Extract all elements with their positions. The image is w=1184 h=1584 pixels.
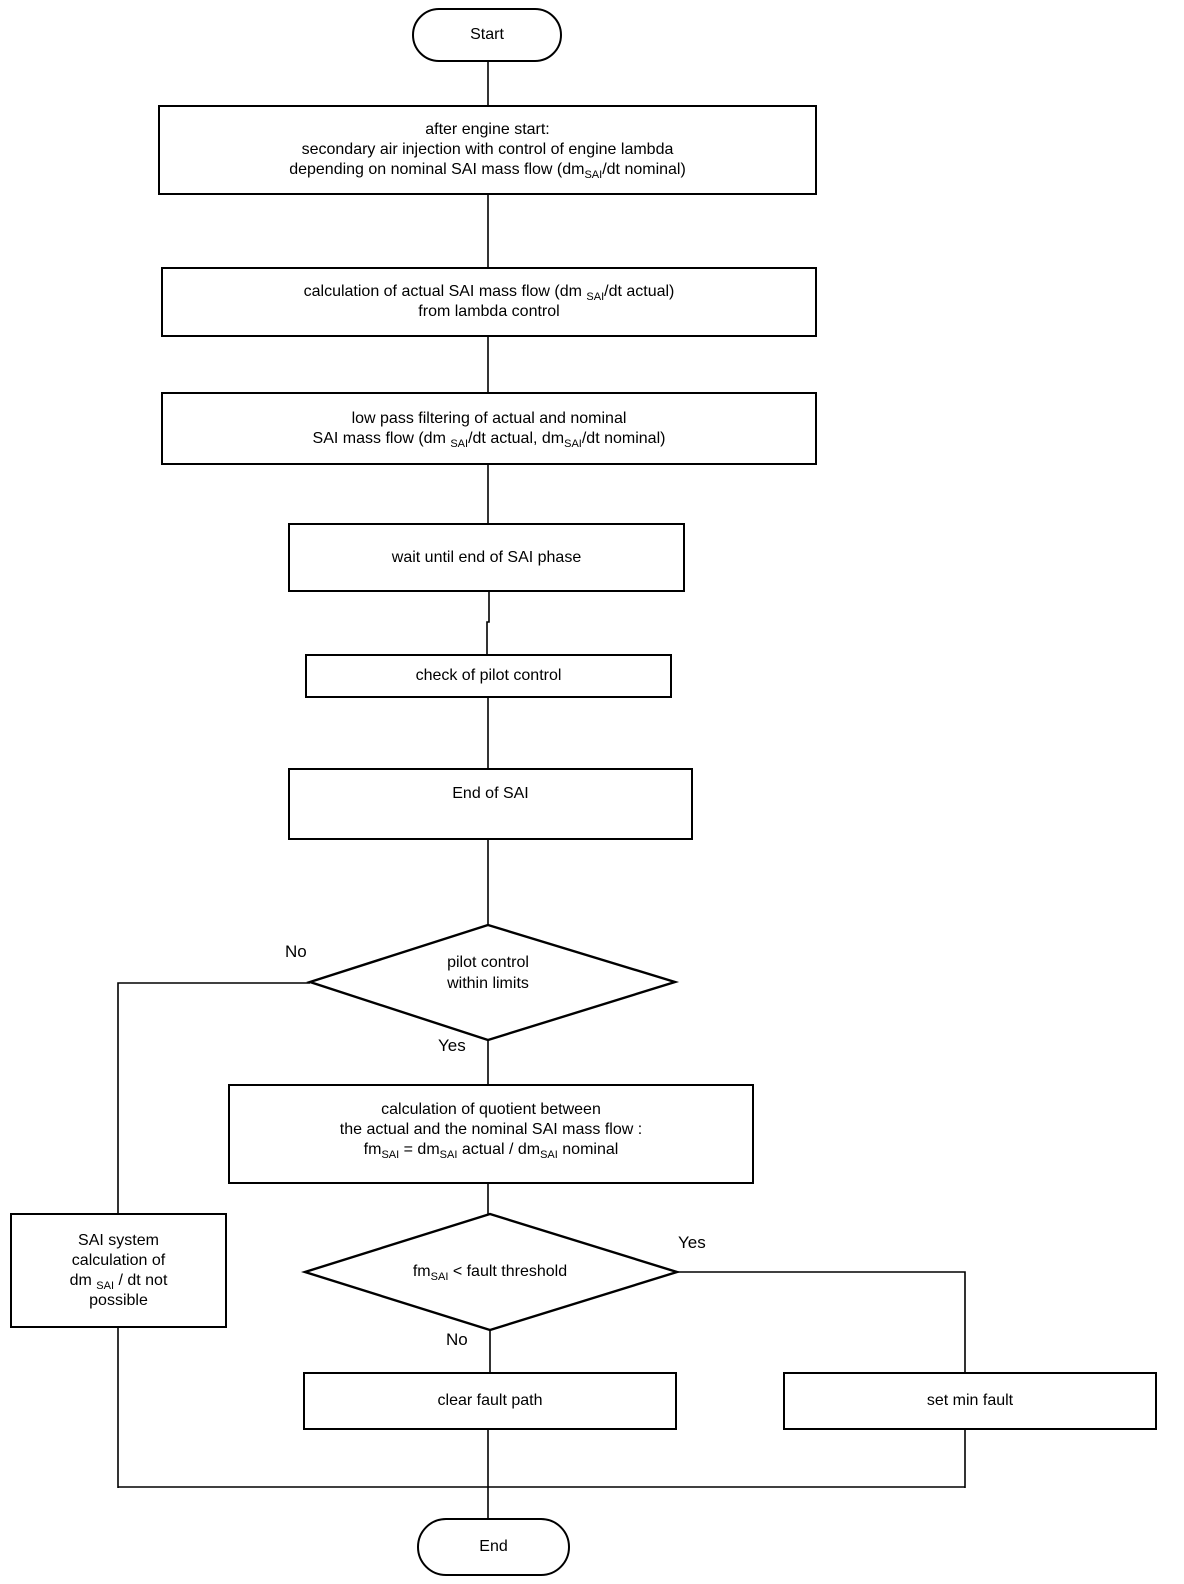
text-line: calculation of [71, 1251, 166, 1269]
decision-fault-threshold: fmSAI < fault threshold [340, 1261, 640, 1284]
connector-decision-pilot-no-branch [117, 982, 310, 1213]
process-end-of-sai: End of SAI [288, 768, 693, 840]
process-calc-quotient: calculation of quotient between the actu… [228, 1084, 754, 1184]
label-yes-pilot-limits: Yes [438, 1036, 466, 1055]
text-line: within limits [447, 975, 529, 992]
terminator-end: End [417, 1518, 570, 1576]
text-line: dm SAI / dt not [69, 1271, 168, 1292]
text-line: the actual and the nominal SAI mass flow… [339, 1121, 643, 1138]
text-line: possible [89, 1291, 148, 1309]
process-clear-fault-path: clear fault path [303, 1372, 677, 1430]
text-line: SAI system [78, 1231, 159, 1249]
start-label: Start [470, 26, 504, 43]
end-label: End [479, 1538, 508, 1555]
process-wait-end-of-sai-phase: wait until end of SAI phase [288, 523, 685, 592]
decision-pilot-control-within-limits: pilot control within limits [358, 952, 618, 994]
text-line: fmSAI < fault threshold [412, 1263, 568, 1284]
text-line: from lambda control [418, 303, 560, 320]
text-line: pilot control [447, 954, 529, 971]
text-line: depending on nominal SAI mass flow (dmSA… [289, 161, 686, 182]
text-line: clear fault path [437, 1392, 543, 1409]
text-line: fmSAI = dmSAI actual / dmSAI nominal [363, 1141, 619, 1162]
process-check-pilot-control: check of pilot control [305, 654, 672, 698]
text-line: SAI mass flow (dm SAI/dt actual, dmSAI/d… [312, 429, 666, 450]
connector-decision-threshold-yes-branch [677, 1271, 966, 1372]
decision-pilot-diamond-shape [306, 923, 680, 1042]
decision-threshold-diamond-shape [300, 1212, 682, 1332]
label-no-pilot-limits: No [285, 942, 307, 961]
process-sai-calc-not-possible: SAI system calculation of dm SAI / dt no… [10, 1213, 227, 1328]
text-line: calculation of actual SAI mass flow (dm … [303, 283, 675, 304]
text-line: after engine start: [425, 121, 550, 138]
connector-wait-to-check-pilot [486, 592, 490, 654]
process-secondary-air-injection: after engine start: secondary air inject… [158, 105, 817, 195]
text-line: wait until end of SAI phase [391, 548, 582, 566]
text-line: secondary air injection with control of … [301, 141, 674, 158]
terminator-start: Start [412, 8, 562, 62]
label-no-fault-threshold: No [446, 1330, 468, 1349]
text-line: set min fault [926, 1392, 1014, 1409]
text-line: check of pilot control [415, 667, 562, 684]
process-calc-actual-mass-flow: calculation of actual SAI mass flow (dm … [161, 267, 817, 337]
process-low-pass-filtering: low pass filtering of actual and nominal… [161, 392, 817, 465]
text-line: End of SAI [452, 785, 529, 802]
text-line: calculation of quotient between [381, 1101, 601, 1118]
label-yes-fault-threshold: Yes [678, 1233, 706, 1252]
process-set-min-fault: set min fault [783, 1372, 1157, 1430]
text-line: low pass filtering of actual and nominal [351, 409, 627, 427]
